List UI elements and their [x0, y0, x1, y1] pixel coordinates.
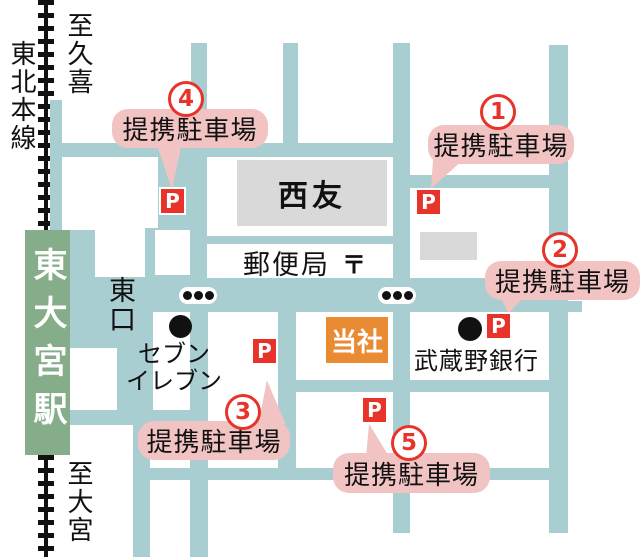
company-label: 当社: [330, 327, 383, 358]
bank-label: 武蔵野銀行: [414, 347, 539, 375]
post-office-label: 郵便局: [243, 250, 330, 281]
seven-eleven-label: セブン イレブン: [126, 341, 222, 395]
main-road: [68, 278, 568, 312]
road-railside: [50, 100, 62, 232]
parking-icon-3: P: [251, 337, 278, 365]
parking-icon-2: P: [485, 312, 512, 340]
road-b: [410, 175, 568, 188]
seven-eleven-line2: イレブン: [126, 367, 222, 395]
parking-number-4: 4: [168, 81, 204, 117]
seiyu-label: 西友: [278, 179, 346, 214]
main-road-stub: [568, 301, 582, 312]
parking-icon-1: P: [415, 188, 442, 216]
small-gray-building: [420, 232, 477, 260]
company-box: 当社: [326, 317, 388, 363]
station-box: 東大宮駅: [25, 230, 70, 455]
seven-eleven-line1: セブン: [138, 340, 210, 368]
road-v2-top: [283, 43, 298, 144]
parking-number-1: 1: [480, 94, 516, 130]
railway-name-label: 東北本線: [6, 40, 36, 152]
parking-bubble-2: 提携駐車場: [485, 261, 640, 300]
parking-number-5: 5: [391, 425, 427, 461]
to-omiya-label: 至大宮: [63, 460, 93, 544]
block-cutout-2: [155, 230, 190, 275]
road-5: [296, 380, 568, 392]
block-cutout-1: [95, 230, 145, 277]
parking-bubble-1: 提携駐車場: [428, 125, 574, 164]
road-d: [158, 236, 393, 244]
to-kuki-label: 至久喜: [63, 12, 93, 96]
signal-icon-east: [378, 287, 416, 304]
signal-icon-west: [179, 287, 217, 304]
parking-number-2: 2: [542, 232, 578, 268]
bank-dot: [458, 317, 482, 341]
parking-bubble-3: 提携駐車場: [138, 421, 290, 460]
parking-icon-4: P: [159, 187, 186, 215]
plaza-south: [70, 312, 153, 348]
parking-icon-5: P: [361, 396, 388, 424]
seiyu-building: 西友: [237, 160, 387, 226]
seven-eleven-dot: [169, 315, 192, 338]
station-name: 東大宮駅: [27, 246, 67, 439]
post-office-row: 郵便局 〒: [243, 243, 366, 282]
post-mark-icon: 〒: [342, 251, 366, 279]
east-exit-label: 東口: [104, 276, 135, 334]
parking-number-3: 3: [225, 394, 261, 430]
